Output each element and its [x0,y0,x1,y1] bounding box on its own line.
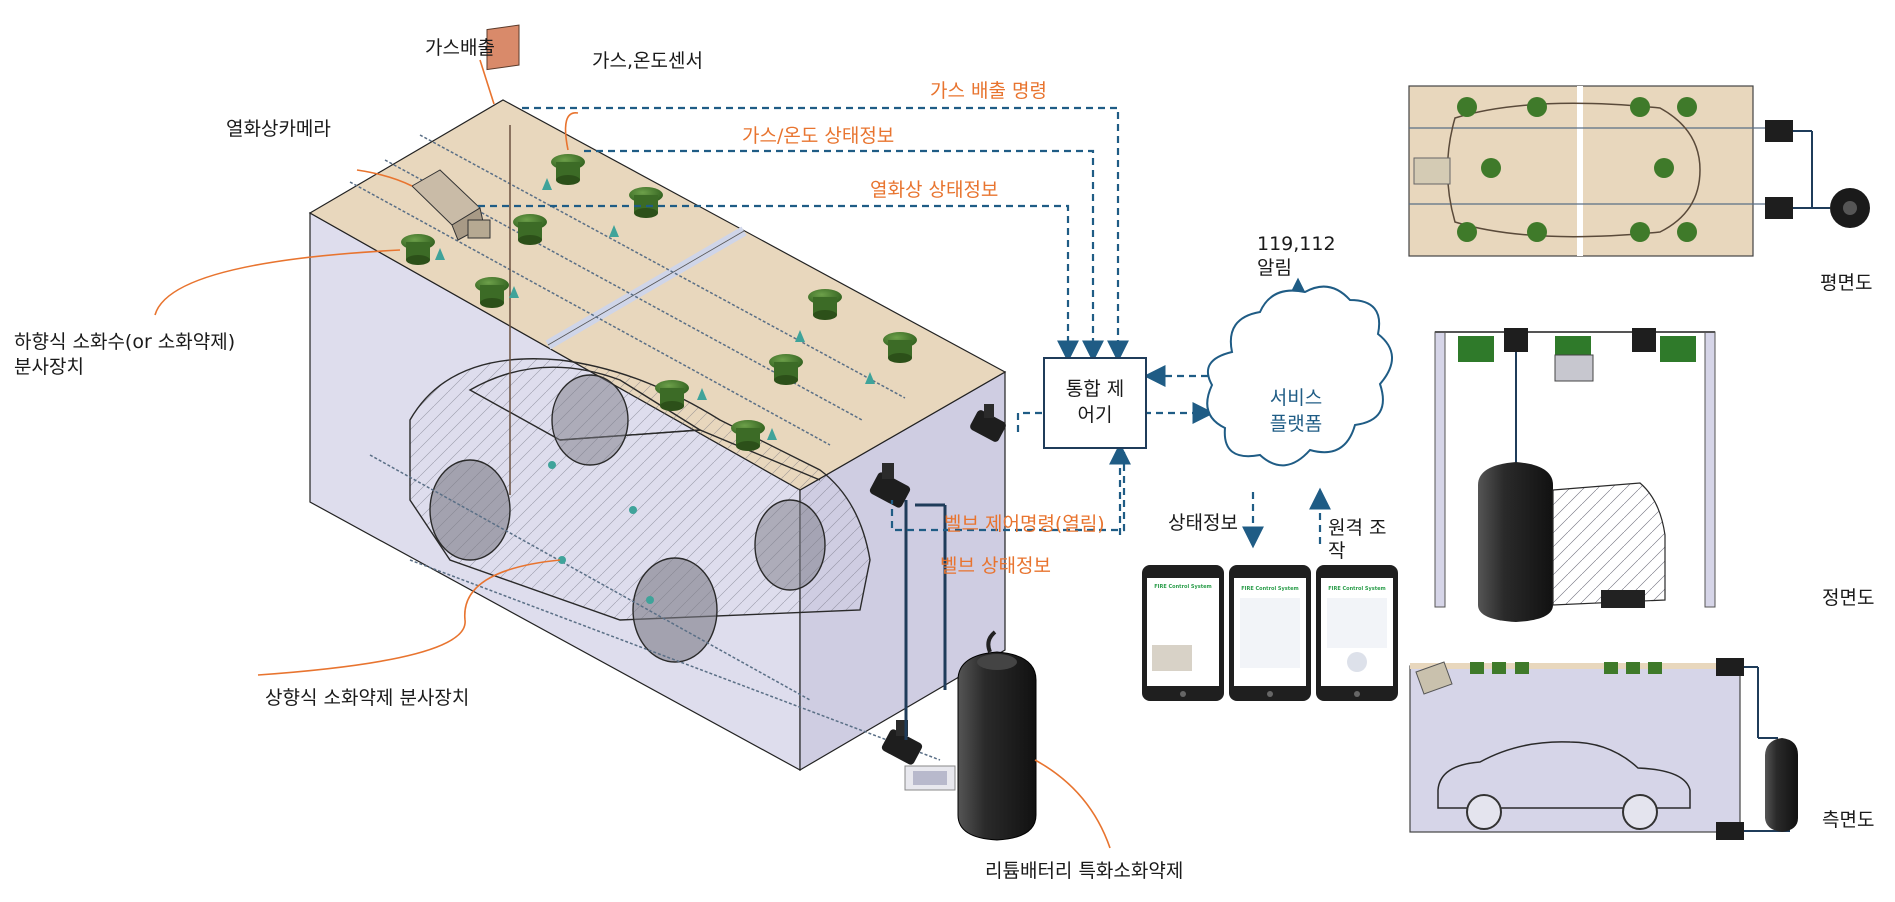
cloud-label-line1: 서비스 [1270,387,1322,409]
label-downward-sprayer-line1: 하향식 소화수(or 소화약제) [14,331,235,353]
nozzle [475,277,509,308]
nozzle [769,354,803,385]
valve-status-line-a [890,440,1126,532]
valve-middle [869,463,911,508]
roof-nozzles [401,154,917,451]
controller-label-line2: 어기 [1078,404,1113,426]
nozzle [808,289,842,320]
service-platform-cloud [1206,285,1393,467]
front-view [1434,328,1716,622]
nozzle [551,154,585,185]
thermal-status-line [478,204,1079,363]
phone-1: FIRE Control System [1142,565,1224,701]
label-top-view: 평면도 [1820,272,1872,294]
label-status-info: 상태정보 [1168,512,1238,534]
signal-thermal-status: 열화상 상태정보 [870,179,998,201]
nozzle [883,332,917,363]
gas-exhaust-command-line [522,106,1129,363]
nozzle [629,187,663,218]
cloud-label-line2: 플랫폼 [1270,413,1322,435]
leader-lines [154,59,1111,849]
signal-valve-status: 벨브 상태정보 [940,555,1051,577]
valve-lower [881,720,923,765]
phone-app-title: FIRE Control System [1154,584,1212,590]
label-remote-line2: 작 [1328,540,1345,562]
label-upward-sprayer: 상향식 소화약제 분사장치 [265,687,469,709]
controller-label-line1: 통합 제 [1066,378,1124,400]
small-emitters [435,178,875,604]
phone-3: FIRE Control System [1316,565,1398,701]
valve-upper [970,404,1006,442]
car-wireframe [409,358,871,663]
gas-temp-status-line [584,149,1104,363]
top-view [1408,85,1870,257]
label-alert-line1: 119,112 [1257,233,1336,255]
enclosure-3d [308,24,1037,841]
label-remote-line1: 원격 조 [1328,517,1386,539]
label-gas-exhaust: 가스배출 [425,37,495,59]
label-alert-line2: 알림 [1257,257,1292,279]
label-gas-temp-sensor: 가스,온도센서 [592,50,703,72]
nozzle [513,214,547,245]
nozzle [731,420,765,451]
label-side-view: 측면도 [1822,809,1874,831]
label-downward-sprayer-line2: 분사장치 [14,356,84,378]
phone-2: FIRE Control System [1229,565,1311,701]
integrated-controller-box [1043,357,1147,449]
thermal-camera [411,169,491,241]
side-view [1409,658,1798,840]
signal-gas-exhaust-cmd: 가스 배출 명령 [930,80,1047,102]
nozzle [401,234,435,265]
gas-exhaust-unit [486,24,520,71]
smartphones: FIRE Control System FIRE Control System … [1142,565,1398,701]
label-lithium-agent: 리튬배터리 특화소화약제 [985,860,1183,882]
phone-app-title: FIRE Control System [1241,586,1299,592]
agent-tank [904,630,1037,841]
label-thermal-camera: 열화상카메라 [226,118,331,140]
nozzle [655,380,689,411]
label-front-view: 정면도 [1822,587,1874,609]
signal-gas-temp-status: 가스/온도 상태정보 [742,125,894,147]
signal-valve-cmd: 벨브 제어명령(열림) [944,513,1105,535]
phone-app-title: FIRE Control System [1328,586,1386,592]
